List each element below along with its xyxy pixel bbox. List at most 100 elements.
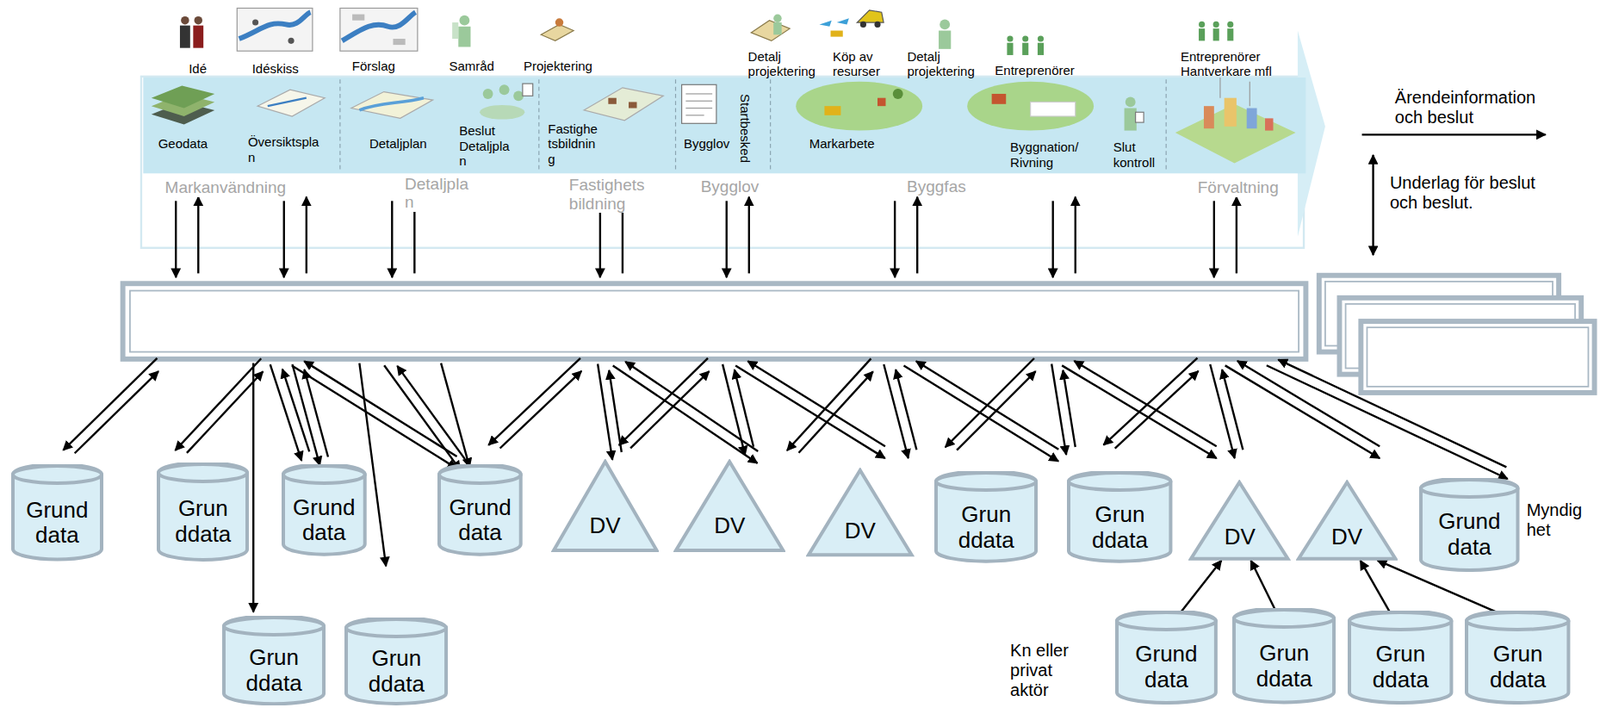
label-box: Slut kontroll (1113, 139, 1155, 170)
connector-arrow (1251, 560, 1276, 611)
flow-arrow (1103, 358, 1197, 446)
text-label: Projektering (523, 58, 593, 74)
node-text: DV (806, 504, 915, 557)
text-label: Idéskiss (252, 61, 299, 76)
text-label: Detalj projektering (748, 49, 816, 80)
cylinder-top (1466, 612, 1569, 630)
flow-arrow (283, 200, 286, 278)
cylinder-top (223, 617, 324, 635)
consultation-icon (452, 15, 471, 48)
city-icon (1175, 77, 1297, 163)
node-text: Grund data (1114, 631, 1219, 705)
flow-arrow (916, 197, 918, 274)
node-label: Grund data (1438, 508, 1501, 561)
data-cylinder: Grund data (1114, 610, 1219, 705)
cylinder-body (223, 615, 324, 704)
node-text: Grund data (1418, 498, 1520, 572)
node-label: Grund data (292, 495, 355, 547)
legend-entry: Ärendeinformation och beslut (1395, 87, 1552, 128)
flow-arrow (722, 364, 745, 456)
cylinder-top (12, 465, 102, 484)
flow-arrow (440, 363, 470, 468)
flow-arrow (1052, 200, 1055, 278)
stage-label: Byggfas (905, 177, 968, 197)
flow-arrow (500, 371, 583, 449)
legend-text: Ärendeinformation och beslut (1395, 87, 1552, 128)
label-box: Myndig het (1526, 500, 1582, 540)
flow-arrow (197, 197, 199, 274)
node-label: Grun ddata (1256, 640, 1313, 693)
cylinder-top (158, 464, 248, 482)
node-label: DV (1331, 524, 1363, 551)
text-label: Markarbete (809, 136, 875, 151)
flow-arrow (735, 365, 886, 459)
craftsmen-icon (1198, 21, 1234, 42)
flow-arrow (619, 358, 708, 446)
label-box: Fastighe tsbildnin g (547, 121, 598, 168)
flow-arrow (252, 363, 255, 613)
flow-arrow (1266, 365, 1508, 479)
cylinder-body (936, 471, 1036, 562)
label-box: Köp av resurser (832, 49, 896, 80)
flow-arrow (1062, 370, 1075, 447)
text-label: Förslag (352, 58, 396, 74)
flow-arrow (945, 358, 1035, 447)
system-triangle: DV (806, 467, 915, 558)
node-text: Grun ddata (221, 636, 327, 706)
label-box: Beslut Detaljpla n (458, 123, 509, 169)
cylinder-top (1234, 609, 1334, 627)
cylinder-body (12, 464, 102, 560)
node-label: Grun ddata (1091, 502, 1148, 554)
system-triangle: DV (1296, 479, 1398, 562)
groundwork-icon (795, 81, 923, 131)
stacked-boxes (1319, 275, 1595, 393)
contractors-icon (1006, 35, 1044, 56)
node-text: Grund data (436, 484, 524, 557)
data-cylinder: Grun ddata (933, 471, 1039, 564)
text-label: Kn eller privat aktör (1010, 640, 1090, 701)
text-label: Detalj projektering (906, 49, 974, 80)
label-box: Startbesked (737, 93, 753, 163)
text-label: Idé (188, 61, 207, 76)
flow-arrow (488, 358, 581, 446)
flow-arrow (74, 371, 159, 453)
label-box: Entreprenörer Hantverkare mfl (1180, 49, 1310, 80)
flow-arrow (630, 371, 709, 448)
node-text: Grun ddata (933, 491, 1039, 564)
label-box: Kn eller privat aktör (1010, 640, 1090, 701)
cylinder-top (1116, 612, 1216, 630)
label-box: Projektering (523, 58, 593, 75)
platform-box (123, 283, 1307, 360)
flow-arrow (725, 200, 728, 278)
stage-label: Detaljpla n (403, 174, 471, 213)
node-label: Grun ddata (958, 502, 1015, 554)
node-text: DV (1188, 514, 1290, 562)
flow-arrow (904, 365, 1060, 461)
detail-design-icon (750, 14, 790, 42)
flow-arrow (186, 371, 263, 453)
text-label: Slut kontroll (1113, 139, 1155, 170)
flow-arrow (787, 358, 871, 451)
text-label: Byggnation/ Rivning (1010, 139, 1079, 170)
flow-arrow (174, 200, 177, 278)
data-cylinder: Grun ddata (155, 462, 250, 562)
label-box: Idé (188, 61, 207, 77)
node-text: DV (1296, 514, 1398, 562)
data-cylinder: Grun ddata (343, 617, 449, 706)
label-box: Geodata (158, 136, 209, 152)
triangle-shape (553, 461, 658, 551)
text-label: Entreprenörer (994, 62, 1075, 78)
node-text: Grun ddata (1066, 491, 1173, 564)
triangle-shape (1298, 482, 1396, 559)
label-box: Fastighets bildning (567, 175, 647, 214)
connector-arrow (1360, 560, 1390, 613)
data-cylinder: Grun ddata (1066, 471, 1173, 564)
node-text: Grund data (280, 484, 368, 557)
text-label: Beslut Detaljpla n (458, 123, 509, 168)
label-box: Detaljplan (369, 136, 428, 152)
text-label: Fastighe tsbildnin g (547, 121, 598, 167)
triangle-outline (551, 458, 660, 553)
text-label: Översiktspla n (248, 134, 320, 165)
flow-arrow (390, 200, 393, 278)
data-cylinder: Grund data (10, 464, 105, 562)
